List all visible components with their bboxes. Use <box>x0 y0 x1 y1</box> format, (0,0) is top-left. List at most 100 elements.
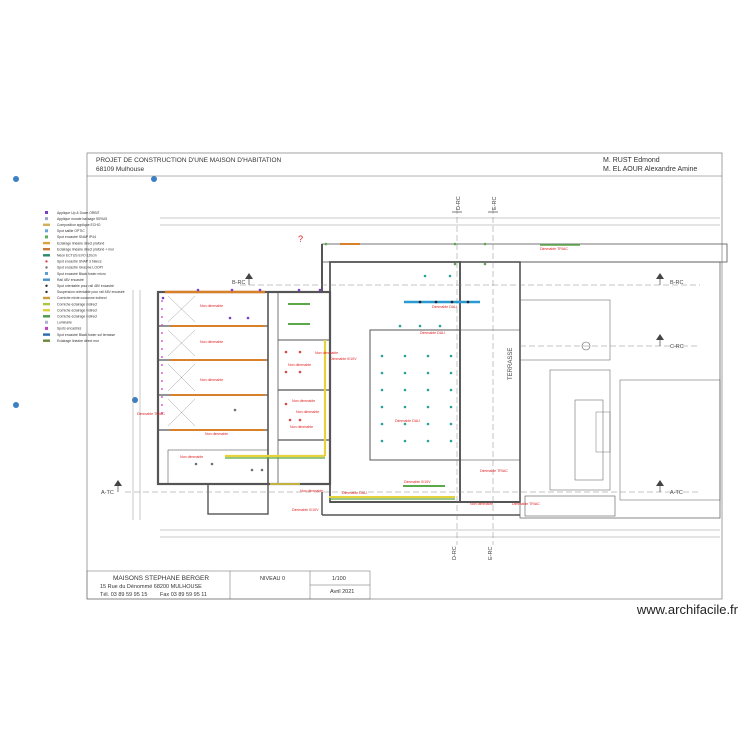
spot-dot <box>398 324 402 328</box>
company-fax: Fax 03 89 59 95 11 <box>160 592 207 598</box>
svg-text:A-TC: A-TC <box>101 490 114 496</box>
legend-label: Suspension orientable pour rail 48V enca… <box>57 290 125 294</box>
circuit-label: Dimmable 0/10V <box>330 357 357 361</box>
company-address: 15 Rue du Dénommé 68200 MULHOUSE <box>100 584 202 590</box>
spot-dot <box>449 439 453 443</box>
spot-dot <box>426 371 430 375</box>
section-arrow-a-left: A-TC <box>101 480 122 496</box>
circuit-label: Non dimmable <box>470 502 493 506</box>
svg-text:A-TC: A-TC <box>670 490 683 496</box>
legend-swatch <box>43 223 50 226</box>
section-arrow-e-bottom: E-RC <box>488 547 494 560</box>
spot-dot <box>450 300 454 304</box>
legend-label: Luminaire <box>57 321 72 325</box>
date-label: Avril 2021 <box>330 589 354 595</box>
legend-swatch <box>45 290 48 294</box>
legend-label: Néon ECTUS EVO 120cm <box>57 254 97 258</box>
spot-dot <box>324 242 328 246</box>
spot-dot <box>298 350 302 354</box>
section-arrow-b-right: B-RC <box>656 273 683 286</box>
legend-label: Eclairage linéaire direct plafond + mur <box>57 247 115 251</box>
circuit-label: Non dimmable <box>315 351 338 355</box>
spot-dot <box>434 300 438 304</box>
circuit-label: Non dimmable <box>205 432 228 436</box>
legend-label: Rail 48V encastré <box>57 278 84 282</box>
legend-swatch <box>43 339 50 342</box>
terrasse-label: TERRASSE <box>508 348 514 380</box>
hatch-lines <box>167 295 196 427</box>
spot-dot <box>448 274 452 278</box>
circuit-label: Non dimmable <box>200 304 223 308</box>
spot-dot <box>210 462 214 466</box>
circuit-label: Non dimmable <box>300 489 323 493</box>
project-title: PROJET DE CONSTRUCTION D'UNE MAISON D'HA… <box>96 157 282 164</box>
circuit-label: Dimmable 0/10V <box>404 480 431 484</box>
legend-label: Applique murale balisage SIRIUS <box>57 217 108 221</box>
spot-dot <box>250 468 254 472</box>
section-lines <box>125 208 700 545</box>
symbol-circle <box>581 341 591 351</box>
marker-dot <box>13 176 19 182</box>
legend-label: Spot encastré Black foster sol terrasse <box>57 333 115 337</box>
legend-swatch <box>45 326 48 330</box>
legend-label: Spot encastré Black foster micro <box>57 272 106 276</box>
legend-label: Corniche éclairage indirect <box>57 302 97 306</box>
spot-dot <box>426 422 430 426</box>
legend-label: Corniche éclairage indirect <box>57 315 97 319</box>
spot-dot <box>318 288 322 292</box>
spot-dots <box>161 242 487 472</box>
section-arrow-d-top: D-RC <box>452 196 462 213</box>
section-arrow-e-top: E-RC <box>488 197 498 213</box>
section-arrow-c: C-RC <box>656 334 684 350</box>
spot-dot <box>438 324 442 328</box>
spot-dot <box>403 388 407 392</box>
spot-dot <box>449 388 453 392</box>
legend-label: Corniche mixte couronne indirect <box>57 296 107 300</box>
spot-dot <box>380 354 384 358</box>
marker-dot <box>13 402 19 408</box>
legend-swatch <box>43 309 50 312</box>
legend-swatch <box>43 278 50 281</box>
legend-swatch <box>43 254 50 257</box>
legend-swatch <box>43 315 50 318</box>
circuit-label: Non dimmable <box>288 363 311 367</box>
spot-dot <box>449 405 453 409</box>
circuit-label: Non dimmable <box>290 425 313 429</box>
svg-text:B-RC: B-RC <box>670 280 683 286</box>
question-mark: ? <box>298 234 303 244</box>
spot-dot <box>284 402 288 406</box>
legend-swatch <box>43 241 50 245</box>
legend-swatch <box>45 260 48 263</box>
spot-dot <box>418 300 422 304</box>
legend-swatch <box>45 229 48 233</box>
legend-swatch <box>45 211 48 214</box>
spot-dot <box>453 242 457 246</box>
spot-dot <box>380 439 384 443</box>
legend-label: Eclairage linéaire direct mur <box>57 339 100 343</box>
spot-dot <box>426 354 430 358</box>
legend-swatch <box>43 333 50 336</box>
spot-dot <box>380 371 384 375</box>
circuit-label: Non dimmable <box>296 410 319 414</box>
circuit-label: Non dimmable <box>200 340 223 344</box>
company-phone: Tél. 03 89 59 95 15 <box>100 592 147 598</box>
spot-dot <box>453 262 457 266</box>
section-arrow-a-right: A-TC <box>656 480 683 496</box>
legend-label: Spot encastré SNAP IP44 <box>57 235 96 239</box>
spot-dot <box>449 422 453 426</box>
legend-label: Spot orientable pour rail 48V encastré <box>57 284 114 288</box>
legend-swatch <box>45 266 48 269</box>
title-block: MAISONS STEPHANE BERGER 15 Rue du Dénomm… <box>86 570 371 600</box>
spot-dot <box>298 418 302 422</box>
legend-label: Spot saillie OPTIC <box>57 229 85 233</box>
legend-label: Composition applique ECHO <box>57 223 101 227</box>
spot-dot <box>288 418 292 422</box>
spot-dot <box>449 371 453 375</box>
circuit-label: Dimmable TRIAC <box>137 412 165 416</box>
legend-swatch <box>43 296 50 300</box>
circuit-label: Dimmable 0/10V <box>292 508 319 512</box>
legend-swatch <box>45 320 48 324</box>
spot-dot <box>284 370 288 374</box>
svg-text:B-RC: B-RC <box>232 280 245 286</box>
spot-dot <box>449 354 453 358</box>
